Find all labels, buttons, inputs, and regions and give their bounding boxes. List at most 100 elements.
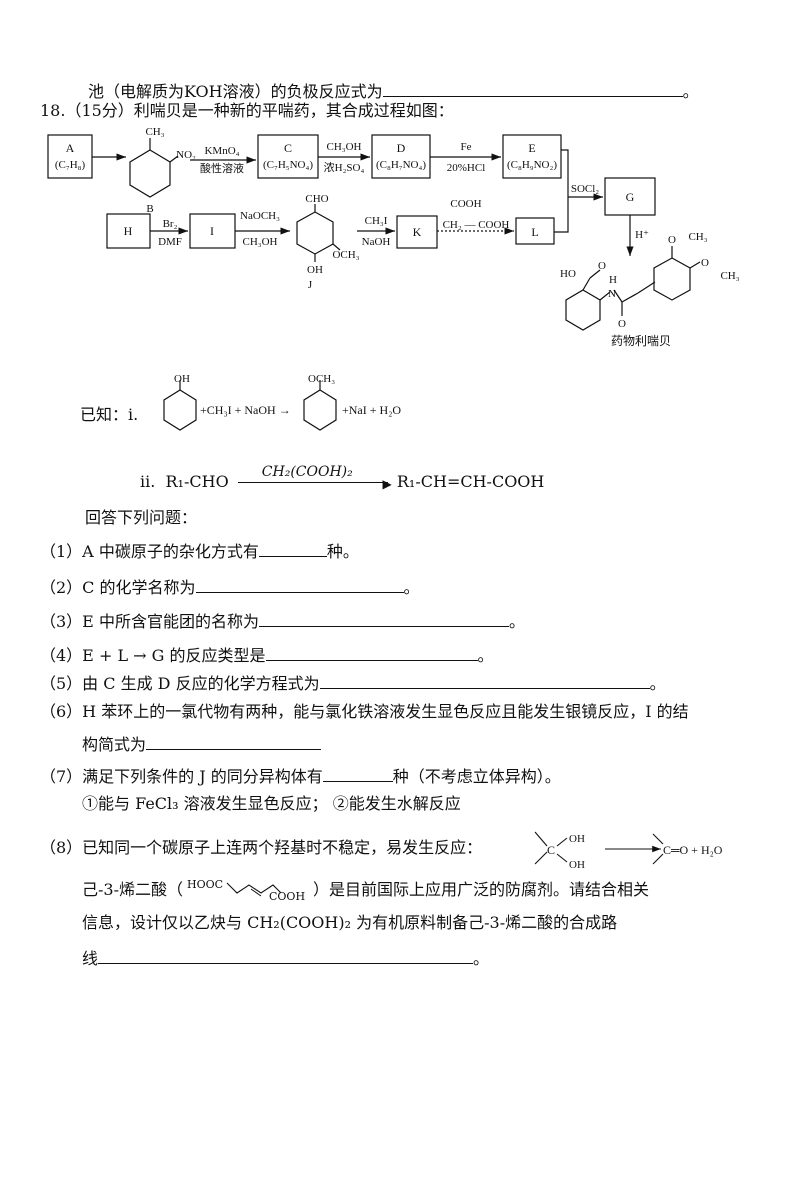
product-label: 药物利喘贝 [611,334,671,348]
q2-blank[interactable] [195,576,404,593]
q7-post: 种（不考虑立体异构）。 [392,767,561,786]
known-ii-reagent: CH₂(COOH)₂ [261,464,353,480]
carbonyl-product: C═O + H₂O [663,843,723,857]
q8-line2-pre: 己-3-烯二酸（ [82,880,183,899]
reagent-fe: Fe [461,141,472,153]
q8-post: 。 [473,949,490,968]
q4-text: （4）E + L → G 的反应类型是 [40,646,266,665]
diol-oh2: OH [569,859,585,871]
question-8: （8）已知同一个碳原子上连两个羟基时不稳定，易发生反应： [40,838,483,857]
question-1: （1）A 中碳原子的杂化方式有 种。 [40,540,359,562]
synthesis-scheme: A (C₇H₈) CH₃ NO₂ B KMnO₄ 酸性溶液 C (C₇H₅NO₄… [47,126,740,348]
q4-blank[interactable] [265,644,478,661]
compound-h-label: H [124,224,133,238]
arrow-head-icon: ▶ [382,477,392,491]
q1-post: 种。 [326,542,359,561]
compound-d-label: D [397,141,406,155]
q5-blank[interactable] [319,672,650,689]
cooh-label: COOH [269,889,306,903]
question-18-title: 18.（15分）利喘贝是一种新的平喘药，其合成过程如图： [40,101,454,120]
q2-post: 。 [403,578,420,597]
reagent-ch3i: CH₃I [365,215,388,227]
compound-j-label: J [308,279,313,291]
known-i-label: 已知：i. [80,405,139,424]
q5-text: （5）由 C 生成 D 反应的化学方程式为 [40,674,320,693]
question-8-line3: 信息，设计仅以乙炔与 CH₂(COOH)₂ 为有机原料制备己-3-烯二酸的合成路 [82,913,618,932]
prev-text: 池（电解质为KOH溶液）的负极反应式为 [88,82,383,101]
question-7-conditions: ①能与 FeCl₃ 溶液发生显色反应； ②能发生水解反应 [82,794,461,813]
compound-l-label: L [531,225,538,239]
q6-blank[interactable] [146,733,322,750]
q8-line4-text: 线 [82,949,99,968]
product-o1: O [598,260,606,272]
compound-c-formula: (C₇H₅NO₄) [263,159,313,171]
reagent-naoch3: NaOCH₃ [240,210,280,222]
known-ii-label: ii. [140,472,156,491]
known-i-reagents: +CH₃I + NaOH → [200,403,291,417]
product-ch3b: CH₃ [720,270,739,282]
question-8-line2: 己-3-烯二酸（ HOOC COOH ）是目前国际上应用广泛的防腐剂。请结合相关 [82,878,649,903]
reagent-dmf: DMF [158,236,182,248]
known-ii-product: R₁-CH=CH-COOH [396,472,545,491]
reagent-socl2: SOCl₂ [571,183,599,195]
product-o4: O [701,257,709,269]
q3-text: （3）E 中所含官能团的名称为 [40,612,259,631]
q7-blank[interactable] [322,765,393,782]
known-i-products: +NaI + H₂O [342,403,401,417]
j-och3: OCH₃ [332,249,359,261]
j-cho: CHO [305,193,328,205]
q1-blank[interactable] [258,540,327,557]
j-oh: OH [307,264,323,276]
gem-diol-equation: C OH OH C═O + H₂O [534,831,723,871]
compound-b-label: B [146,203,153,215]
product-o3: O [668,234,676,246]
compound-e-formula: (C₈H₉NO₂) [507,159,557,171]
malonic-cooh: COOH [450,198,481,210]
q1-text: （1）A 中碳原子的杂化方式有 [40,542,259,561]
q3-blank[interactable] [258,610,509,627]
question-4: （4）E + L → G 的反应类型是 。 [40,644,494,666]
question-8-line4: 线。 [82,947,489,969]
q2-text: （2）C 的化学名称为 [40,578,196,597]
question-6-line2: 构简式为 [82,733,322,755]
hooc-label: HOOC [187,877,224,891]
reagent-hcl: 20%HCl [447,162,486,174]
b-ch3: CH₃ [145,126,164,138]
question-2: （2）C 的化学名称为 。 [40,576,420,598]
reagent-ch3oh: CH₃OH [326,141,361,153]
compound-e-label: E [528,141,535,155]
diol-oh1: OH [569,833,585,845]
q6-line2-text: 构简式为 [82,735,147,754]
reagent-kmno4: KMnO₄ [204,145,239,157]
q3-post: 。 [508,612,525,631]
compound-d-formula: (C₈H₇NO₄) [376,159,426,171]
known-ii-reactant: R₁-CHO [165,472,229,491]
answer-blank[interactable] [382,80,683,97]
period: 。 [682,82,699,101]
b-no2: NO₂ [176,149,196,161]
anisole-och3: OCH₃ [308,373,335,385]
reagent-h-plus: H⁺ [635,229,649,241]
reagent-br2: Br₂ [163,218,178,230]
q5-post: 。 [649,674,666,693]
known-i-equation: OH +CH₃I + NaOH → OCH₃ +NaI + H₂O [163,373,401,431]
q8-blank[interactable] [98,947,474,964]
q7-text: （7）满足下列条件的 J 的同分异构体有 [40,767,323,786]
product-o2: O [618,318,626,330]
compound-i-label: I [210,224,214,238]
compound-c-label: C [284,141,292,155]
product-ho: HO [560,268,576,280]
question-5: （5）由 C 生成 D 反应的化学方程式为 。 [40,672,666,694]
diol-carbon: C [547,843,555,857]
question-7: （7）满足下列条件的 J 的同分异构体有 种（不考虑立体异构）。 [40,765,561,787]
question-3: （3）E 中所含官能团的名称为 。 [40,610,525,632]
reagent-h2so4: 浓H₂SO₄ [324,161,365,174]
q4-post: 。 [477,646,494,665]
malonic-ch2-cooh: CH₂ — COOH [443,219,510,231]
compound-k-label: K [413,225,422,239]
product-n: N [608,288,616,300]
hexenedioic-acid-structure: HOOC COOH [183,878,313,903]
question-6: （6）H 苯环上的一氯代物有两种，能与氯化铁溶液发生显色反应且能发生银镜反应，I… [40,702,689,721]
prev-question-line: 池（电解质为KOH溶液）的负极反应式为 。 [88,80,699,102]
